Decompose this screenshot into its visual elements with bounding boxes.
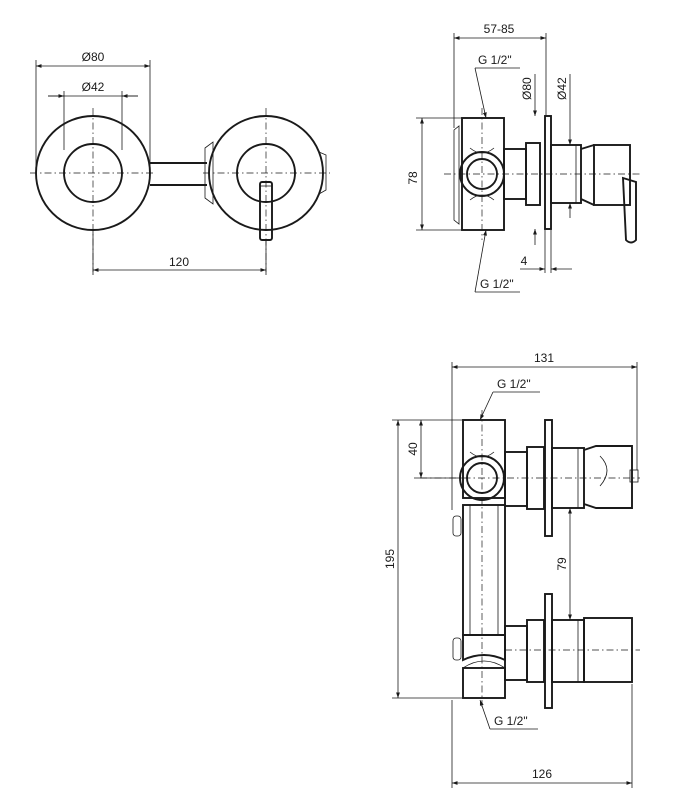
dim-total-height: 195 [383,549,397,569]
bracket-left [204,141,214,205]
dim-depth: 57-85 [484,22,515,36]
dim-plate-thickness: 4 [521,254,528,268]
front-view: Ø80 Ø42 120 [30,50,330,275]
section-thread-top-label: G 1/2" [497,377,531,391]
handle-cap [593,144,631,206]
dim-inner-diameter: Ø42 [82,80,105,94]
lower-wall-plate [544,593,553,709]
lower-body [462,634,506,662]
side-bracket [453,125,460,225]
dim-height: 78 [406,171,420,185]
side-thread-bottom-label: G 1/2" [480,277,514,291]
lower-bracket [452,637,462,661]
dim-offset: 40 [406,442,420,456]
dim-total-width: 131 [534,351,554,365]
riser-pipe [462,504,506,636]
dim-handle-diameter: Ø42 [555,77,569,100]
upper-handle-cap [583,445,633,509]
upper-bracket [452,515,462,537]
dim-plate-diameter: Ø80 [520,77,534,100]
dim-bottom-width: 126 [532,767,552,781]
side-view: 57-85 G 1/2" Ø80 Ø42 78 4 G 1/2" [406,22,640,293]
bracket-right [318,151,327,195]
section-thread-bottom-label: G 1/2" [494,714,528,728]
dim-spacing: 79 [555,557,569,571]
dim-outer-diameter: Ø80 [82,50,105,64]
dim-center-distance: 120 [169,255,189,269]
side-lever [621,176,637,244]
side-thread-top-label: G 1/2" [478,53,512,67]
section-view: 131 G 1/2" 40 195 79 G 1/2" 126 [383,351,640,788]
